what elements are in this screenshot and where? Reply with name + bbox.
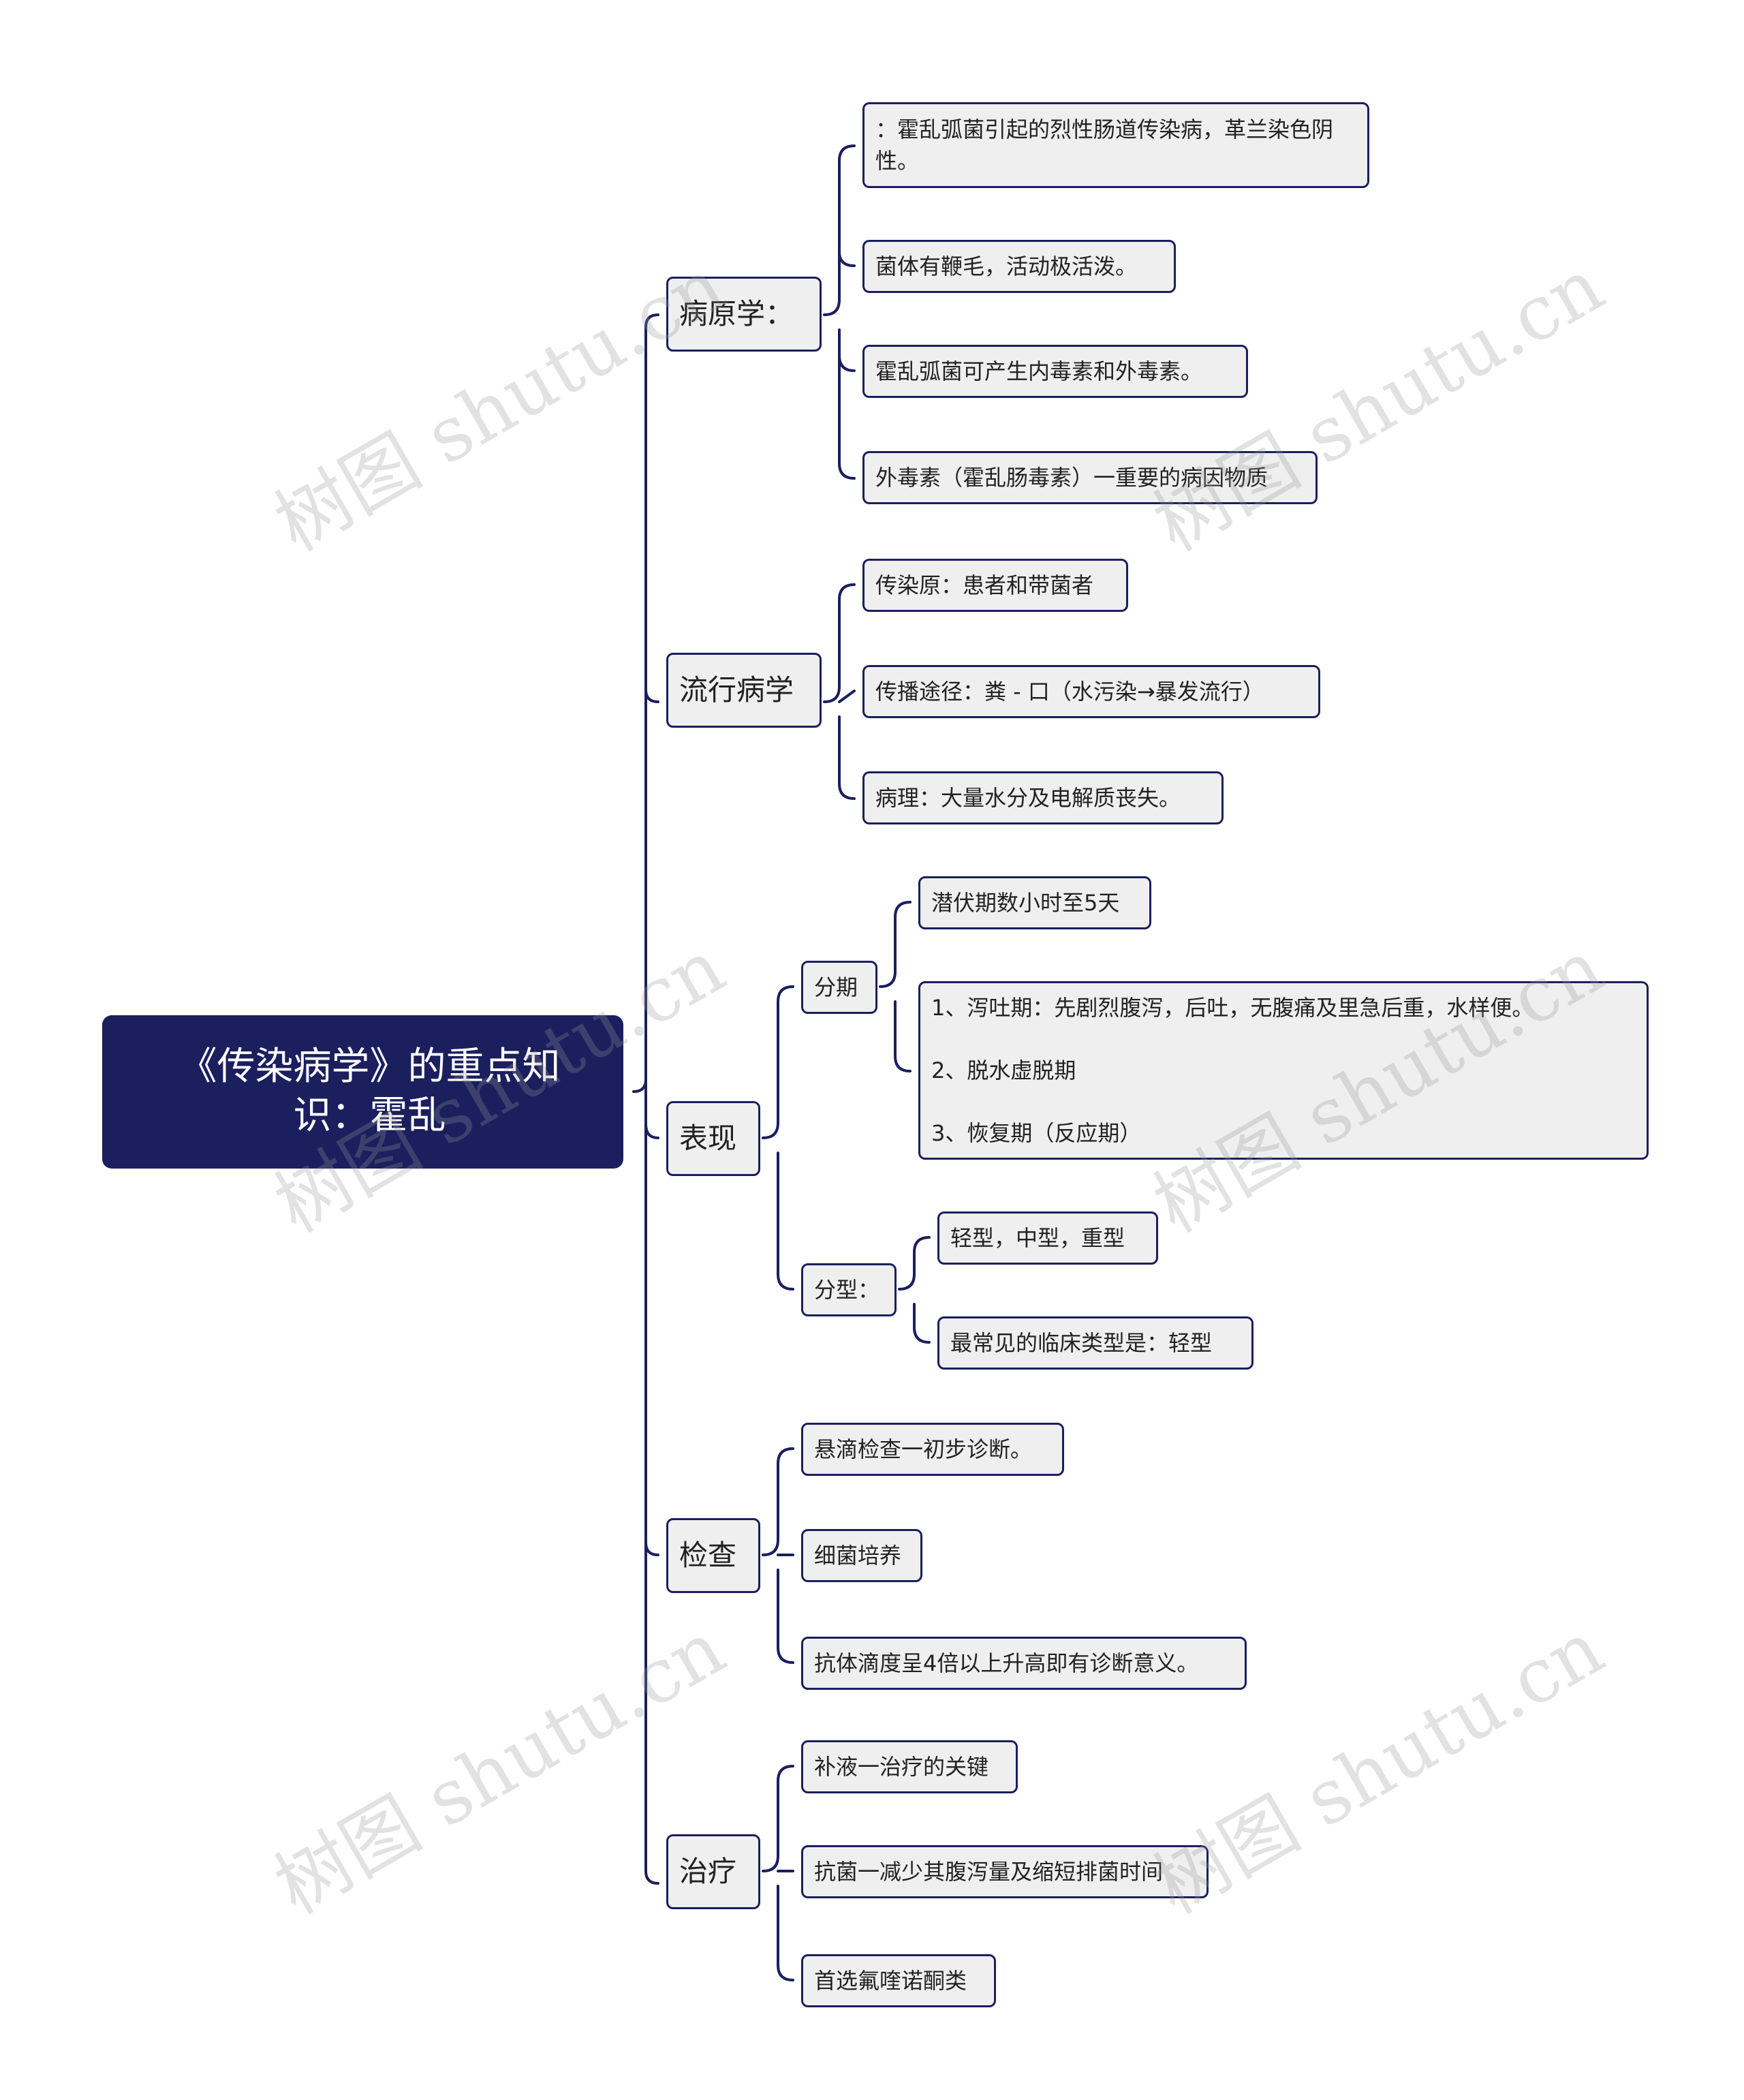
stage-incubation[interactable]: 潜伏期数小时至5天	[918, 876, 1151, 929]
epidemiology-item-3[interactable]: 病理：大量水分及电解质丧失。	[862, 771, 1224, 824]
link-root-bracket	[632, 313, 659, 1885]
branch-exam[interactable]: 检查	[666, 1518, 760, 1593]
pathogen-item-2[interactable]: 菌体有鞭毛，活动极活泼。	[862, 240, 1176, 293]
pathogen-item-1[interactable]: ：霍乱弧菌引起的烈性肠道传染病，革兰染色阴性。	[862, 102, 1369, 188]
link-manifestation-bracket	[762, 985, 794, 1291]
treatment-item-3[interactable]: 首选氟喹诺酮类	[801, 1954, 996, 2007]
exam-item-3[interactable]: 抗体滴度呈4倍以上升高即有诊断意义。	[801, 1637, 1247, 1690]
stage-node[interactable]: 分期	[801, 961, 877, 1014]
exam-item-2[interactable]: 细菌培养	[801, 1529, 922, 1582]
link-epidemiology-bracket	[823, 583, 856, 800]
treatment-item-1[interactable]: 补液一治疗的关键	[801, 1740, 1018, 1793]
link-root-to-manifestation	[644, 1123, 659, 1139]
branch-treatment[interactable]: 治疗	[666, 1834, 760, 1909]
link-root-to-epidemiology	[644, 688, 659, 703]
type-most-common[interactable]: 最常见的临床类型是：轻型	[937, 1316, 1254, 1370]
exam-item-1[interactable]: 悬滴检查一初步诊断。	[801, 1423, 1064, 1476]
link-type-bracket	[898, 1236, 931, 1344]
link-pathogen-to-child2	[838, 251, 856, 267]
treatment-item-2[interactable]: 抗菌一减少其腹泻量及缩短排菌时间	[801, 1845, 1209, 1898]
branch-manifestation[interactable]: 表现	[666, 1101, 760, 1176]
stage-phase-2: 2、脱水虚脱期	[931, 1057, 1076, 1083]
type-severity[interactable]: 轻型，中型，重型	[937, 1211, 1158, 1265]
branch-epidemiology[interactable]: 流行病学	[666, 653, 822, 728]
stage-phase-3: 3、恢复期（反应期）	[931, 1120, 1142, 1146]
link-pathogen-bracket	[823, 144, 856, 480]
pathogen-item-4[interactable]: 外毒素（霍乱肠毒素）一重要的病因物质	[862, 451, 1318, 504]
link-exam-bracket	[762, 1447, 794, 1664]
link-root-to-exam	[644, 1541, 659, 1556]
stage-phase-1: 1、泻吐期：先剧烈腹泻，后吐，无腹痛及里急后重，水样便。	[931, 995, 1534, 1021]
link-treatment-bracket	[762, 1765, 794, 1981]
link-stage-bracket	[879, 901, 912, 1072]
epidemiology-item-2[interactable]: 传播途径：粪 - 口（水污染→暴发流行）	[862, 665, 1320, 718]
pathogen-item-3[interactable]: 霍乱弧菌可产生内毒素和外毒素。	[862, 345, 1248, 398]
type-node[interactable]: 分型：	[801, 1263, 897, 1316]
stage-phases-list[interactable]: 1、泻吐期：先剧烈腹泻，后吐，无腹痛及里急后重，水样便。 2、脱水虚脱期 3、恢…	[918, 981, 1649, 1160]
branch-pathogen[interactable]: 病原学：	[666, 277, 822, 352]
root-topic[interactable]: 《传染病学》的重点知识：霍乱	[102, 1015, 623, 1169]
epidemiology-item-1[interactable]: 传染原：患者和带菌者	[862, 559, 1128, 612]
